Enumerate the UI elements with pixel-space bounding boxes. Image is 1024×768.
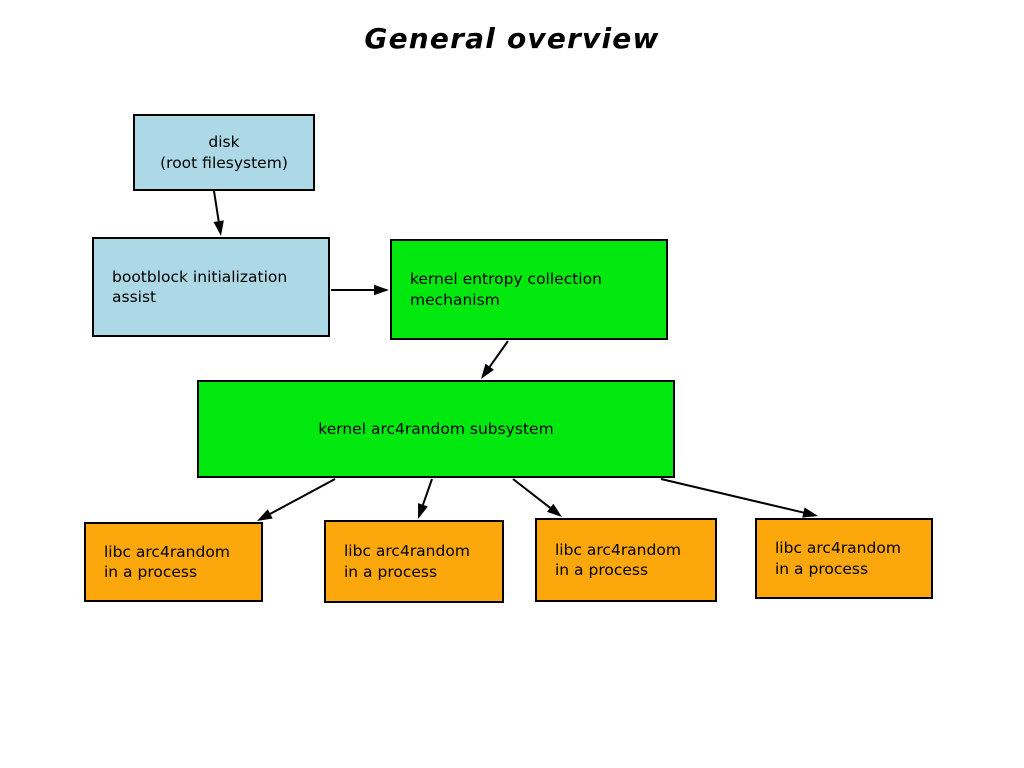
edge-line (213, 190, 220, 222)
node-libc1[interactable]: libc arc4random in a process (84, 522, 263, 602)
node-label-libc2: libc arc4random in a process (344, 542, 470, 581)
node-libc4[interactable]: libc arc4random in a process (755, 518, 933, 599)
edge-line (269, 478, 336, 515)
edge-arc4random-to-libc1 (257, 478, 336, 521)
node-bootblock[interactable]: bootblock initialization assist (92, 237, 330, 337)
node-label-libc3: libc arc4random in a process (555, 540, 681, 579)
edge-line (488, 340, 509, 368)
edge-arrowhead (213, 220, 224, 236)
edge-line (660, 478, 804, 514)
node-libc2[interactable]: libc arc4random in a process (324, 520, 504, 603)
node-arc4random[interactable]: kernel arc4random subsystem (197, 380, 675, 478)
edge-disk-to-bootblock (213, 190, 224, 236)
edge-arrowhead (257, 509, 273, 521)
edge-arc4random-to-libc4 (660, 478, 818, 518)
node-label-libc4: libc arc4random in a process (775, 539, 901, 578)
edge-arc4random-to-libc2 (418, 478, 433, 519)
edge-arrowhead (374, 284, 389, 296)
node-label-entropy: kernel entropy collection mechanism (410, 270, 602, 309)
edge-arc4random-to-libc3 (512, 478, 562, 517)
edge-arrowhead (418, 503, 428, 519)
page-title: General overview (364, 22, 660, 55)
edge-arrowhead (546, 503, 562, 517)
node-label-bootblock: bootblock initialization assist (112, 267, 288, 306)
edge-arrowhead (802, 507, 818, 518)
node-label-arc4random: kernel arc4random subsystem (318, 419, 554, 438)
edge-arrowhead (481, 363, 494, 379)
edge-entropy-to-arc4random (481, 340, 509, 379)
node-disk[interactable]: disk (root filesystem) (133, 114, 315, 191)
edge-bootblock-to-entropy (331, 284, 389, 296)
node-label-libc1: libc arc4random in a process (104, 542, 230, 581)
edge-line (512, 478, 551, 509)
edge-line (422, 478, 433, 506)
node-label-disk: disk (root filesystem) (160, 133, 288, 172)
node-entropy[interactable]: kernel entropy collection mechanism (390, 239, 668, 340)
node-libc3[interactable]: libc arc4random in a process (535, 518, 717, 602)
